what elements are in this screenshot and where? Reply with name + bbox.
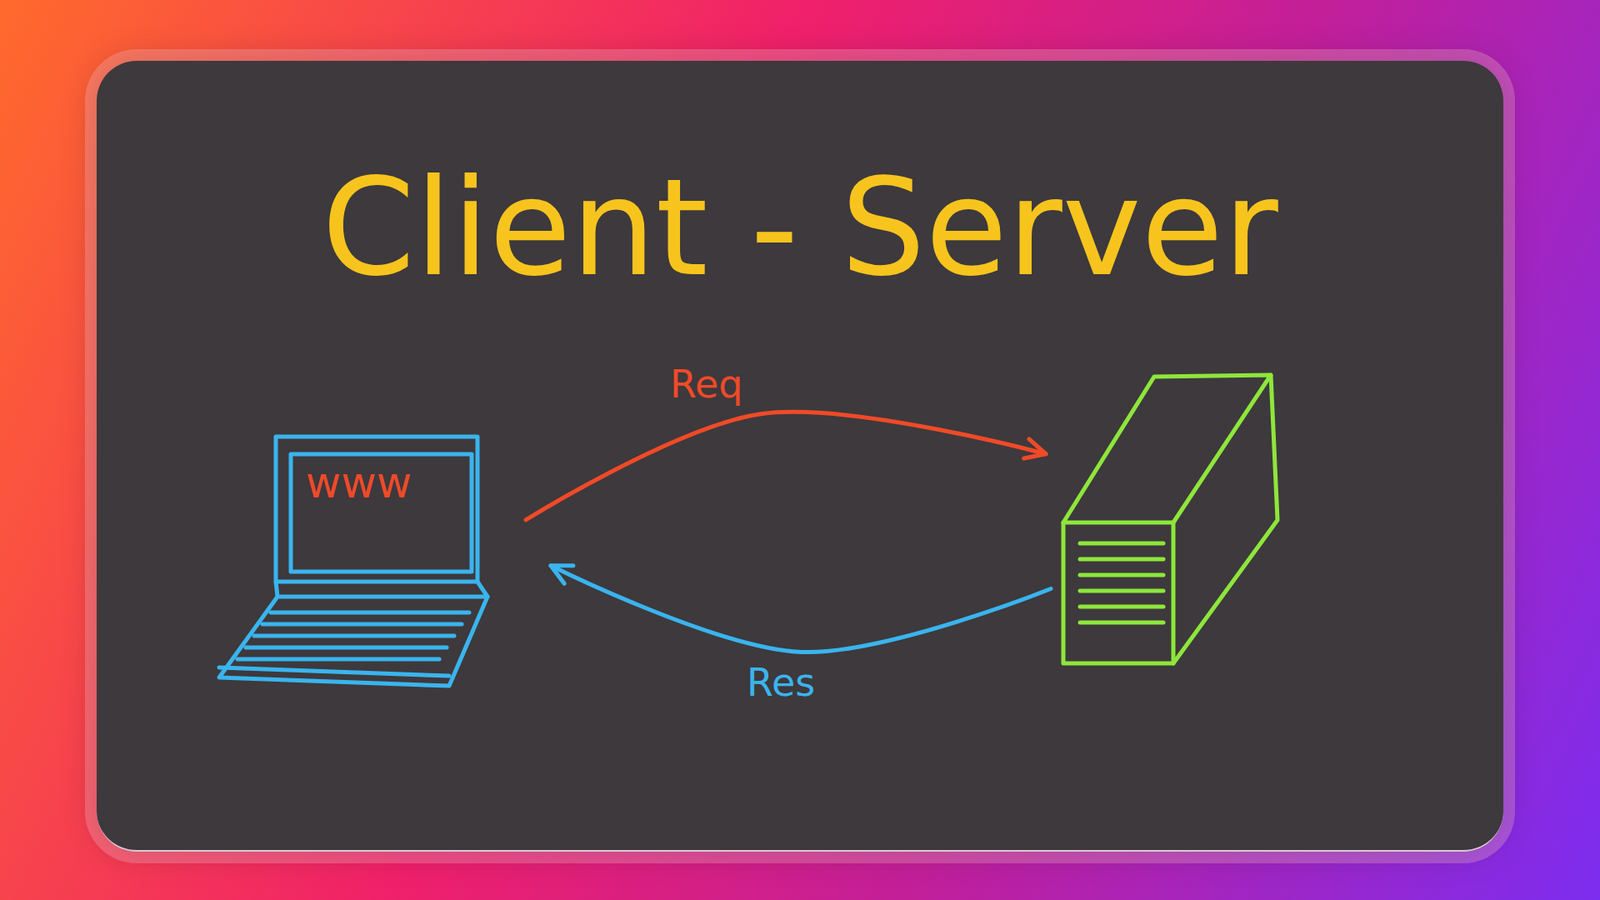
outline-stroke: [270, 610, 470, 615]
edge-label: Res: [741, 661, 820, 705]
edge-label: Req: [665, 363, 748, 406]
outline-stroke: [290, 454, 472, 572]
screen-text: www: [305, 459, 413, 507]
outline-stroke: [1173, 375, 1278, 664]
outline-stroke: [219, 596, 488, 686]
outline-stroke: [1080, 605, 1164, 610]
outline-stroke: [1080, 620, 1164, 625]
outline-stroke: [1080, 589, 1164, 594]
outline-stroke: [1080, 557, 1164, 562]
server-tower: [1054, 366, 1288, 671]
outline-stroke: [254, 634, 455, 639]
outline-stroke: [262, 622, 462, 627]
client-laptop: www: [212, 429, 496, 692]
outline-stroke: [245, 645, 447, 650]
outline-stroke: [237, 657, 440, 662]
response-arrow: [550, 565, 1051, 653]
outline-stroke: [1063, 522, 1174, 664]
outline-stroke: [1063, 375, 1271, 523]
outline-stroke: [275, 436, 478, 582]
diagram-title: Client - Server: [0, 155, 1600, 302]
outline-stroke: [1080, 573, 1164, 578]
outline-stroke: [1080, 541, 1164, 546]
request-arrow: [525, 411, 1046, 520]
server-tower-outline: [1054, 366, 1288, 671]
outline-stroke: [219, 667, 450, 676]
outline-stroke: [275, 581, 488, 597]
